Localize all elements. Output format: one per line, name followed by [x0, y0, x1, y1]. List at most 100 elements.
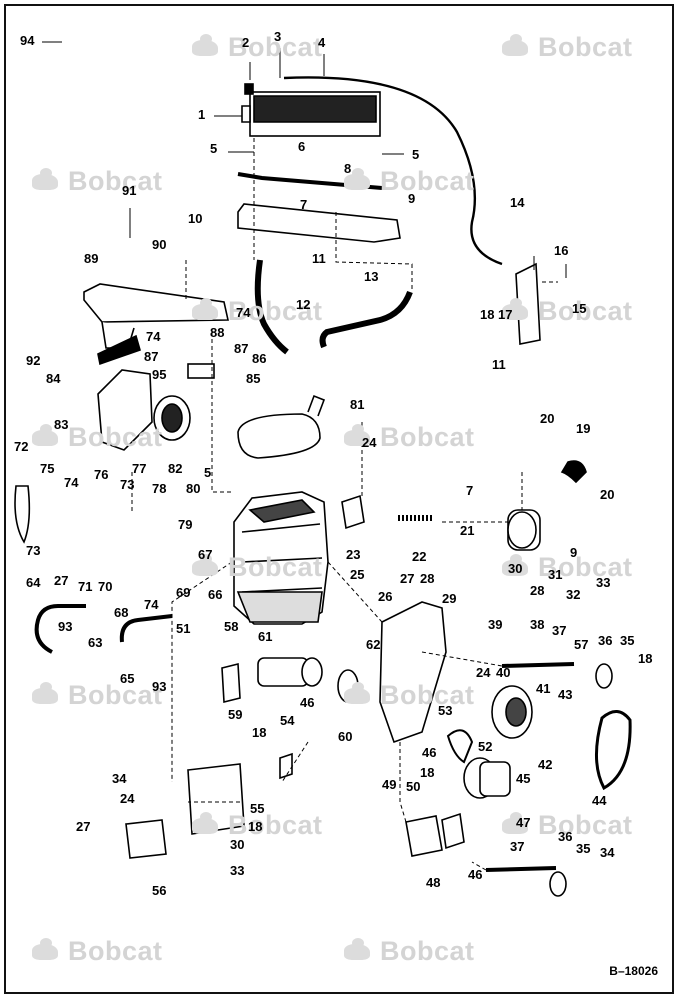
bobcat-logo-icon	[30, 167, 62, 196]
callout-number: 51	[176, 621, 191, 636]
watermark: Bobcat	[30, 422, 163, 453]
callout-number: 52	[478, 739, 493, 754]
callout-number: 42	[538, 757, 553, 772]
watermark: Bobcat	[342, 166, 475, 197]
lower-hose-part	[254, 259, 289, 355]
callout-number: 72	[14, 439, 29, 454]
hose-left-part	[34, 604, 86, 654]
callout-number: 93	[152, 679, 167, 694]
callout-number: 61	[258, 629, 273, 644]
callout-number: 14	[510, 195, 525, 210]
callout-number: 3	[274, 29, 282, 44]
engine-plate-part	[379, 601, 447, 744]
cable-part	[283, 76, 503, 266]
watermark: Bobcat	[30, 936, 163, 967]
watermark: Bobcat	[500, 32, 633, 63]
callout-number: 37	[510, 839, 525, 854]
callout-number: 18	[420, 765, 435, 780]
callout-number: 43	[558, 687, 573, 702]
callout-number: 87	[144, 349, 159, 364]
callout-number: 26	[378, 589, 393, 604]
callout-number: 24	[120, 791, 135, 806]
callout-number: 28	[420, 571, 435, 586]
diagram-frame: Bobcat Bobcat Bobcat Bobcat Bobcat Bobca…	[4, 4, 674, 994]
callout-number: 49	[382, 777, 397, 792]
callout-number: 93	[58, 619, 73, 634]
callout-number: 86	[252, 351, 267, 366]
callout-number: 15	[572, 301, 587, 316]
bobcat-logo-icon	[500, 33, 532, 62]
bobcat-logo-icon	[30, 423, 62, 452]
bobcat-logo-icon	[500, 811, 532, 840]
callout-number: 2	[242, 35, 250, 50]
callout-number: 18	[480, 307, 495, 322]
watermark: Bobcat	[500, 296, 633, 327]
document-number: B–18026	[609, 964, 658, 978]
callout-number: 4	[318, 35, 326, 50]
callout-number: 33	[230, 863, 245, 878]
callout-number: 5	[210, 141, 218, 156]
callout-number: 70	[98, 579, 113, 594]
gasket-part	[237, 172, 383, 190]
callout-number: 10	[188, 211, 203, 226]
callout-number: 75	[40, 461, 55, 476]
callout-number: 30	[230, 837, 245, 852]
callout-number: 35	[620, 633, 635, 648]
bobcat-logo-icon	[190, 811, 222, 840]
callout-number: 5	[204, 465, 212, 480]
callout-number: 94	[20, 33, 35, 48]
watermark: Bobcat	[342, 680, 475, 711]
callout-number: 39	[488, 617, 503, 632]
callout-number: 60	[338, 729, 353, 744]
callout-number: 46	[300, 695, 315, 710]
callout-number: 69	[176, 585, 191, 600]
callout-number: 47	[516, 815, 531, 830]
callout-number: 27	[76, 819, 91, 834]
callout-number: 5	[412, 147, 420, 162]
callout-number: 7	[466, 483, 474, 498]
watermark: Bobcat	[342, 936, 475, 967]
callout-number: 91	[122, 183, 137, 198]
callout-number: 78	[152, 481, 167, 496]
callout-number: 65	[120, 671, 135, 686]
bobcat-logo-icon	[190, 33, 222, 62]
callout-number: 22	[412, 549, 427, 564]
bobcat-logo-icon	[500, 553, 532, 582]
hose-mid-part	[119, 614, 173, 643]
callout-number: 85	[246, 371, 261, 386]
callout-number: 9	[570, 545, 578, 560]
engine-part	[233, 491, 329, 625]
hydraulic-pump-part	[463, 757, 511, 799]
callout-number: 92	[26, 353, 41, 368]
callout-number: 81	[350, 397, 365, 412]
callout-number: 7	[300, 197, 308, 212]
callout-number: 74	[144, 597, 159, 612]
alternator-part	[257, 657, 323, 687]
callout-number: 54	[280, 713, 295, 728]
watermark: Bobcat	[500, 552, 633, 583]
callout-number: 9	[408, 191, 416, 206]
radiator-part	[241, 83, 381, 137]
callout-number: 28	[530, 583, 545, 598]
callout-number: 83	[54, 417, 69, 432]
belt-left-part	[14, 485, 31, 544]
watermark: Bobcat	[190, 552, 323, 583]
callout-number: 31	[548, 567, 563, 582]
callout-number: 77	[132, 461, 147, 476]
callout-number: 74	[236, 305, 251, 320]
callout-number: 24	[362, 435, 377, 450]
callout-number: 12	[296, 297, 311, 312]
callout-number: 11	[312, 251, 326, 266]
bobcat-logo-icon	[30, 681, 62, 710]
watermark: Bobcat	[190, 810, 323, 841]
engine-parts-exploded-view	[14, 41, 632, 897]
callout-number: 35	[576, 841, 591, 856]
callout-number: 21	[460, 523, 475, 538]
callout-number: 45	[516, 771, 531, 786]
callout-number: 50	[406, 779, 421, 794]
callout-number: 71	[78, 579, 93, 594]
callout-number: 36	[558, 829, 573, 844]
bobcat-logo-icon	[500, 297, 532, 326]
callout-number: 46	[422, 745, 437, 760]
callout-number: 66	[208, 587, 223, 602]
